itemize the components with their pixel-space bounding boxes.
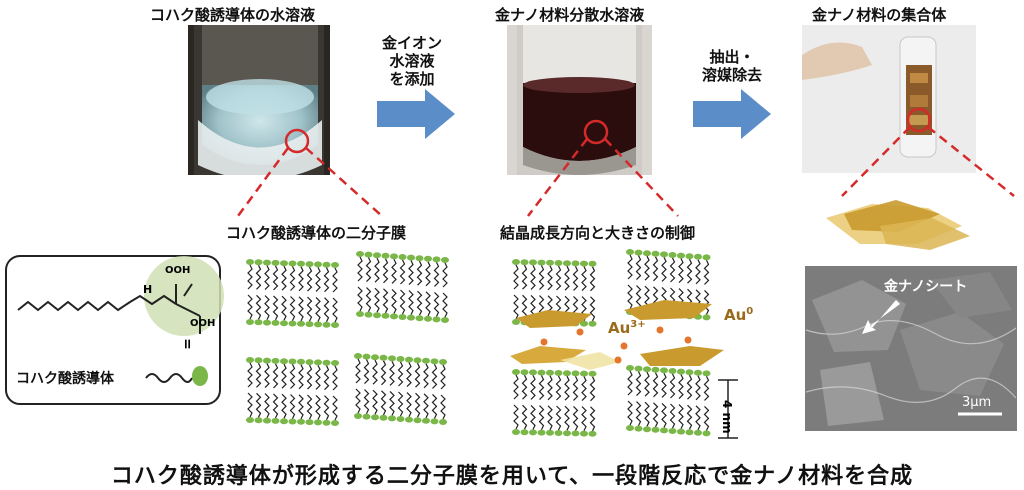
scale-bar-label: 3μm [962,395,992,410]
zoom-line-1a [236,147,290,217]
zoom-circle-3 [906,107,932,133]
sem-arrow-icon [862,300,900,334]
atom-oh-1: OOH [165,265,191,276]
vial1-title: コハク酸誘導体の水溶液 [150,6,316,24]
arrow1-label: 金イオン 水溶液 を添加 [372,34,452,88]
zoom-line-3b [927,126,1015,197]
arrow2-line1: 抽出・ [709,48,755,66]
molecule-tail-icon [145,373,193,383]
zoom-circle-1 [284,128,310,154]
arrow2-line2: 溶媒除去 [701,66,762,84]
vial2-title: 金ナノ材料分散水溶液 [495,6,645,24]
thickness-label: 4 nm [720,400,734,434]
bilayer-label: コハク酸誘導体の二分子膜 [226,224,407,242]
vial3-title: 金ナノ材料の集合体 [812,6,947,24]
zoom-line-3a [841,126,911,197]
sem-label: 金ナノシート [884,279,968,295]
au0-label: Au0 [724,306,754,324]
arrow1-line2: 水溶液 [389,52,435,70]
molecule-head-icon [192,366,208,386]
figure-caption: コハク酸誘導体が形成する二分子膜を用いて、一段階反応で金ナノ材料を合成 [110,464,914,489]
bilayer-diagram [246,249,724,437]
zoom-line-2b [604,138,679,217]
vial3-photo [802,25,976,173]
thickness-bracket [718,379,738,439]
molecule-name: コハク酸誘導体 [16,371,114,387]
arrow1-icon [377,89,455,139]
arrow2-label: 抽出・ 溶媒除去 [686,48,778,84]
au3-label: Au3+ [608,319,646,337]
equals-sign: = [178,338,195,350]
sem-image [805,266,1017,431]
gold-flakes [826,200,970,250]
atom-oh-2: OOH [190,318,216,329]
atom-h: H [143,283,153,296]
arrow1-line3: を添加 [389,70,435,88]
zoom-line-2a [527,138,588,217]
zoom-line-1b [305,147,383,217]
alkyl-chain [17,294,177,312]
crystal-label: 結晶成長方向と大きさの制御 [500,224,696,242]
arrow2-icon [693,89,771,139]
arrow1-line1: 金イオン [381,34,442,52]
vial1-photo [188,25,330,175]
zoom-circle-2 [583,119,609,145]
